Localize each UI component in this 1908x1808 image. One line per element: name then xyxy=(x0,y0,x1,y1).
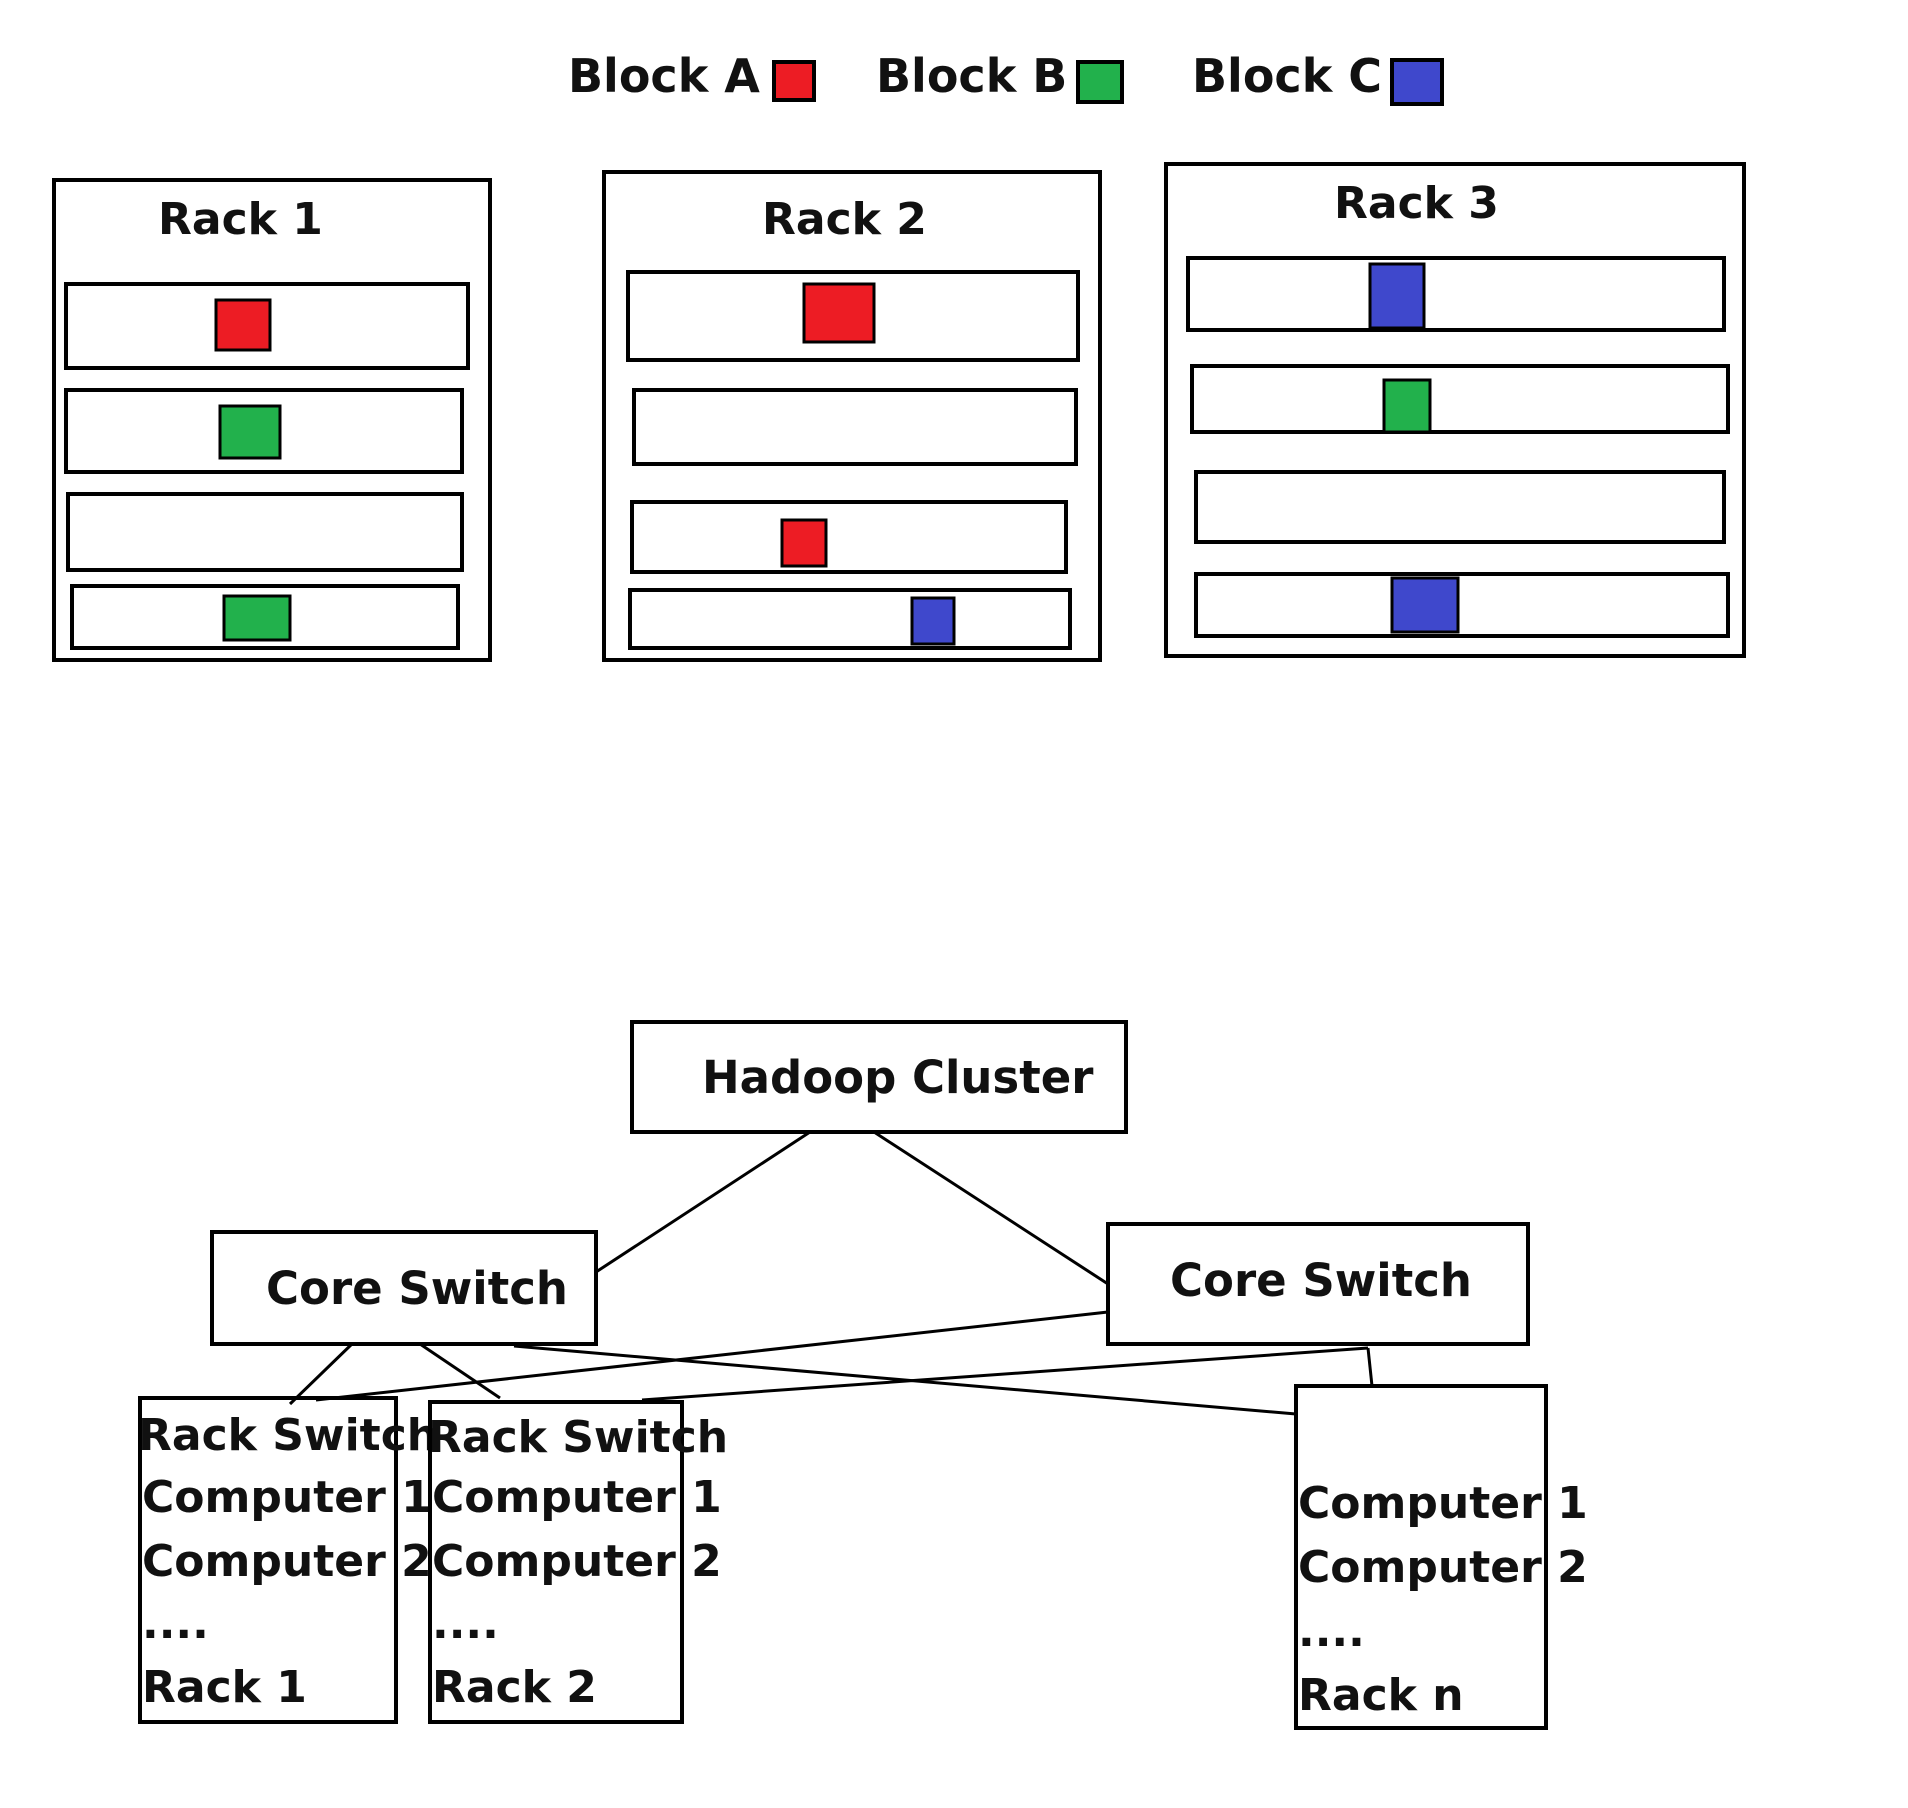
rack-box-n-line-4: Rack n xyxy=(1298,1670,1464,1721)
rack-box-1: Rack Switch Computer 1 Computer 2 .... R… xyxy=(138,1396,438,1724)
core-switch-right: Core Switch xyxy=(1106,1222,1530,1346)
rack-box-2-line-5: Rack 2 xyxy=(432,1662,597,1713)
rack-3-slot-4-block xyxy=(1390,576,1460,634)
hadoop-cluster-label: Hadoop Cluster xyxy=(702,1051,1094,1104)
rack-box-2-line-4: .... xyxy=(432,1598,499,1649)
legend-block-c-label: Block C : xyxy=(1192,49,1416,103)
rack-2: Rack 2 xyxy=(602,170,1102,662)
rack-1-title: Rack 1 xyxy=(158,194,323,245)
rack-1-slot-4 xyxy=(70,584,460,650)
rack-1-slot-2 xyxy=(64,388,464,474)
rack-3-slot-2 xyxy=(1190,364,1730,434)
rack-1: Rack 1 xyxy=(52,178,492,662)
rack-3-frame xyxy=(1164,162,1746,658)
link-cluster-core-right xyxy=(873,1130,1109,1286)
core-switch-left: Core Switch xyxy=(210,1230,598,1346)
core-switch-right-label: Core Switch xyxy=(1170,1254,1472,1307)
legend-block-c-swatch xyxy=(1390,58,1444,106)
legend-block-b-label: Block B : xyxy=(876,49,1102,103)
rack-2-frame xyxy=(602,170,1102,662)
rack-box-1-frame xyxy=(138,1396,398,1724)
rack-box-1-line-3: Computer 2 xyxy=(142,1536,432,1587)
rack-3-slot-1-block xyxy=(1368,262,1426,330)
rack-2-slot-1 xyxy=(626,270,1080,362)
link-cluster-core-left xyxy=(595,1130,811,1274)
rack-box-1-line-5: Rack 1 xyxy=(142,1662,307,1713)
rack-box-n: Computer 1 Computer 2 .... Rack n xyxy=(1294,1384,1588,1730)
rack-1-slot-1-block xyxy=(214,298,272,352)
rack-3: Rack 3 xyxy=(1164,162,1746,658)
rack-2-slot-4-block xyxy=(910,596,956,646)
topology-connections xyxy=(288,1130,1374,1416)
rack-box-2: Rack Switch Computer 1 Computer 2 .... R… xyxy=(428,1400,728,1724)
rack-2-title: Rack 2 xyxy=(762,194,927,245)
link-core-left-rack2 xyxy=(419,1342,501,1400)
rack-1-slot-3 xyxy=(66,492,464,572)
rack-box-n-frame xyxy=(1294,1384,1548,1730)
rack-1-slot-2-block xyxy=(218,404,282,460)
rack-box-n-line-1: Computer 1 xyxy=(1298,1478,1588,1529)
rack-2-slot-4 xyxy=(628,588,1072,650)
link-core-right-rackn xyxy=(1366,1347,1374,1387)
hadoop-cluster-node: Hadoop Cluster xyxy=(630,1020,1128,1134)
hadoop-cluster-box xyxy=(630,1020,1128,1134)
rack-3-slot-3 xyxy=(1194,470,1726,544)
rack-2-slot-1-block xyxy=(802,282,876,344)
legend: Block A : Block B : Block C : xyxy=(568,49,1444,106)
rack-1-slot-1 xyxy=(64,282,470,370)
rack-1-frame xyxy=(52,178,492,662)
rack-box-1-line-2: Computer 1 xyxy=(142,1472,432,1523)
legend-block-b-swatch xyxy=(1076,60,1124,104)
rack-box-2-line-1: Rack Switch xyxy=(428,1412,728,1463)
link-core-right-rack2 xyxy=(641,1346,1369,1402)
rack-2-slot-2 xyxy=(632,388,1078,466)
rack-box-2-line-3: Computer 2 xyxy=(432,1536,722,1587)
rack-box-2-frame xyxy=(428,1400,684,1724)
rack-1-slot-4-block xyxy=(222,594,292,642)
rack-2-slot-3 xyxy=(630,500,1068,574)
legend-block-a-swatch xyxy=(772,60,816,102)
rack-3-slot-4 xyxy=(1194,572,1730,638)
rack-box-1-line-1: Rack Switch xyxy=(138,1410,438,1461)
link-core-right-rack1 xyxy=(315,1310,1109,1402)
rack-3-slot-2-block xyxy=(1382,378,1432,434)
rack-2-slot-3-block xyxy=(780,518,828,568)
rack-3-title: Rack 3 xyxy=(1334,178,1499,229)
rack-box-n-line-2: Computer 2 xyxy=(1298,1542,1588,1593)
core-switch-left-label: Core Switch xyxy=(266,1262,568,1315)
rack-box-1-line-4: .... xyxy=(142,1598,209,1649)
link-core-left-rack1 xyxy=(288,1340,356,1406)
core-switch-right-box xyxy=(1106,1222,1530,1346)
legend-block-a-label: Block A : xyxy=(568,49,794,103)
rack-box-n-line-3: .... xyxy=(1298,1606,1365,1657)
rack-3-slot-1 xyxy=(1186,256,1726,332)
core-switch-left-box xyxy=(210,1230,598,1346)
rack-box-2-line-2: Computer 1 xyxy=(432,1472,722,1523)
